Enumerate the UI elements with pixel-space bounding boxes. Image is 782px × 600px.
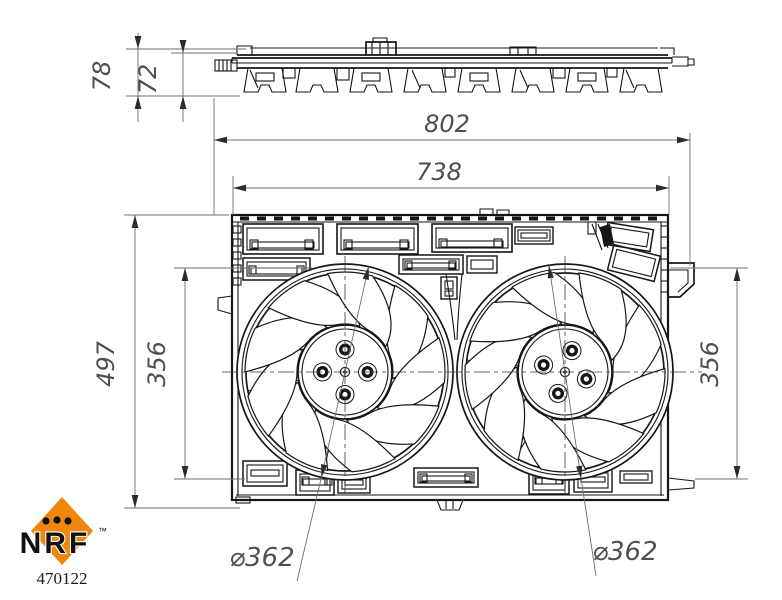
profile-legs (243, 67, 663, 93)
dimensions: 78 72 802 738 497 356 (88, 33, 748, 582)
frame-feet (235, 477, 695, 511)
dim-label-356-right: 356 (696, 341, 724, 387)
dim-label-78: 78 (88, 61, 116, 92)
logo-diamond-icon (31, 497, 93, 565)
vent-mid-right (466, 255, 498, 274)
dim-label-72: 72 (134, 64, 162, 95)
profile-connector-left (214, 59, 238, 72)
center-support (445, 273, 463, 341)
dim-diameter-left: ⌀362 (229, 266, 370, 582)
dim-label-738: 738 (416, 158, 462, 186)
fan-right (410, 214, 722, 525)
logo-brand-text: NRF (20, 527, 91, 560)
frame-left-details (217, 225, 242, 315)
vent-bottom-left (242, 460, 288, 487)
top-profile-view (214, 37, 695, 93)
bracket-mount-details (587, 221, 614, 251)
dim-diameter-right: ⌀362 (547, 265, 658, 577)
vent-mid-center (398, 254, 464, 275)
vent-top-2 (336, 223, 419, 255)
dim-width-mounting: 738 (232, 158, 670, 215)
logo-dots-icon (42, 516, 72, 525)
frame-top-hooks (479, 208, 510, 215)
dim-height-overall: 497 (92, 214, 240, 509)
frame-rungs (661, 225, 668, 293)
frame-right-bracket-inner (668, 269, 689, 293)
dim-width-overall: 802 (213, 98, 691, 266)
dim-label-diameter-right: ⌀362 (592, 537, 657, 567)
vent-top-3 (431, 223, 513, 253)
frame-right-bracket (668, 262, 695, 298)
dim-label-802: 802 (424, 110, 470, 138)
dim-label-diameter-left: ⌀362 (229, 543, 294, 573)
bracket-tilted-lower (606, 243, 662, 283)
dim-opening-right: 356 (670, 267, 748, 480)
vent-top-4 (514, 226, 554, 245)
nrf-logo: NRF ™ 470122 (19, 497, 107, 588)
dim-opening-left: 356 (143, 267, 312, 480)
vent-bottom-center (413, 467, 479, 488)
vent-bottom-6 (619, 470, 653, 484)
vent-top-1 (242, 223, 324, 255)
logo-trademark: ™ (98, 526, 107, 536)
dim-label-497: 497 (92, 340, 120, 387)
dim-label-356-left: 356 (143, 341, 171, 387)
dim-profile-heights: 78 72 (88, 33, 246, 122)
profile-rail (231, 37, 695, 69)
part-number: 470122 (37, 569, 88, 588)
front-view (213, 208, 722, 525)
